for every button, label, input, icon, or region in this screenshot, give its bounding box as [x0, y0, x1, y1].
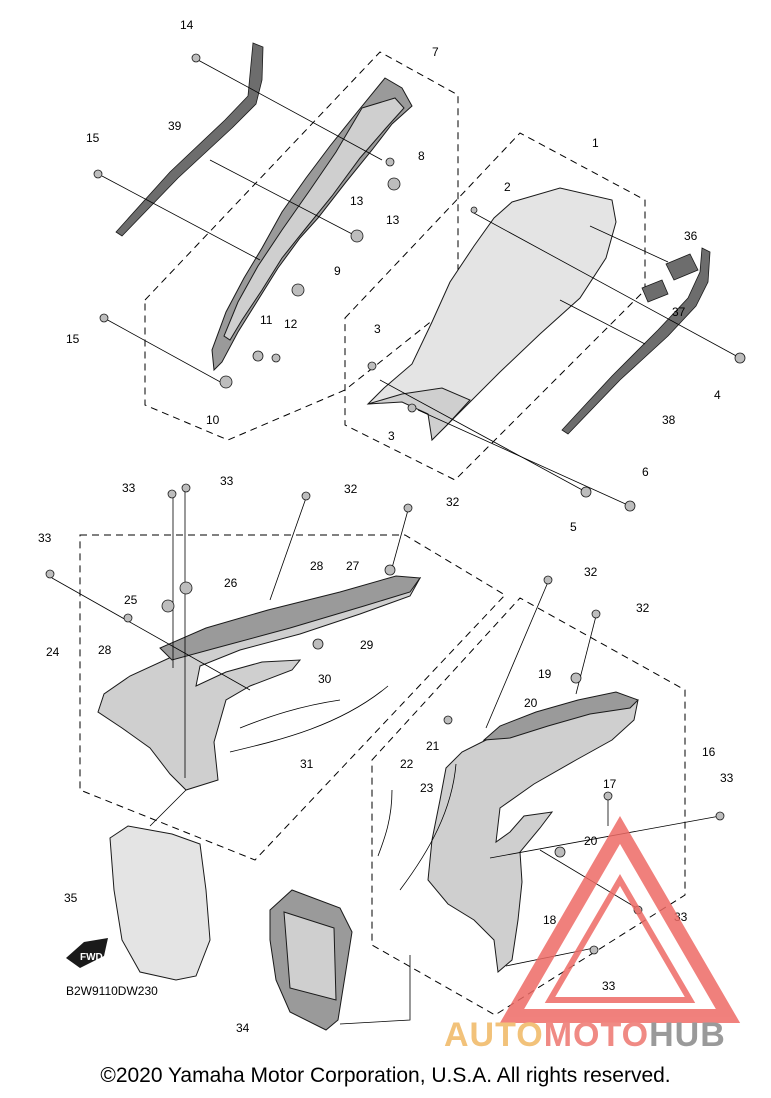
watermark-word-auto: AUTO	[444, 1016, 544, 1054]
callout-24: 24	[46, 645, 60, 659]
watermark-word-hub: HUB	[649, 1016, 726, 1054]
side-cowling-24	[97, 576, 422, 791]
callout-32c: 32	[584, 565, 598, 579]
emblem-37	[641, 279, 669, 303]
watermark-word-moto: MOTO	[544, 1016, 649, 1054]
callout-6: 6	[642, 465, 649, 479]
fasteners	[45, 53, 746, 955]
automotohub-logo-icon	[499, 816, 741, 1023]
watermark-text: AUTOMOTOHUB	[444, 1016, 726, 1054]
stripe-decal-39	[115, 42, 264, 237]
callout-35: 35	[64, 891, 78, 905]
callout-33a: 33	[122, 481, 136, 495]
callout-23: 23	[420, 781, 434, 795]
inner-panel-bracket-7-face	[223, 97, 405, 341]
callout-3a: 3	[374, 322, 381, 336]
callout-28a: 28	[310, 559, 324, 573]
callout-17: 17	[603, 777, 617, 791]
callout-13b: 13	[386, 213, 400, 227]
callout-8: 8	[418, 149, 425, 163]
callout-32a: 32	[344, 482, 358, 496]
trim-strip-23	[399, 763, 457, 891]
callout-20b: 20	[584, 834, 598, 848]
trim-strip-22	[377, 789, 393, 857]
callout-15a: 15	[86, 131, 100, 145]
group-boundary-16	[371, 597, 686, 1016]
callout-7: 7	[432, 45, 439, 59]
side-cowling-16-upper	[482, 691, 639, 741]
callout-11: 11	[260, 313, 273, 327]
diagram-code: B2W9110DW230	[66, 984, 158, 998]
callout-37: 37	[672, 305, 686, 319]
emblem-36	[665, 253, 699, 281]
callout-34: 34	[236, 1021, 250, 1035]
side-cowling-24-upper	[159, 575, 421, 661]
forward-arrow-icon: FWD	[66, 938, 108, 968]
callout-18: 18	[543, 913, 557, 927]
callout-3b: 3	[388, 429, 395, 443]
callout-31: 31	[300, 757, 314, 771]
callout-13a: 13	[350, 194, 364, 208]
callout-14: 14	[180, 18, 194, 32]
callout-27: 27	[346, 559, 360, 573]
callout-15b: 15	[66, 332, 80, 346]
callout-33d: 33	[720, 771, 734, 785]
callout-39: 39	[168, 119, 182, 133]
stripe-decal-38	[561, 247, 711, 435]
side-cowling-16	[427, 699, 639, 973]
inner-cover-35	[109, 825, 211, 981]
callout-20a: 20	[524, 696, 538, 710]
fwd-label: FWD	[80, 952, 103, 963]
callout-38: 38	[662, 413, 676, 427]
callout-2: 2	[504, 180, 511, 194]
callout-33f: 33	[602, 979, 616, 993]
callout-28b: 28	[98, 643, 112, 657]
callout-10: 10	[206, 413, 220, 427]
callout-29: 29	[360, 638, 374, 652]
callout-30: 30	[318, 672, 332, 686]
copyright-notice: ©2020 Yamaha Motor Corporation, U.S.A. A…	[100, 1064, 671, 1087]
callout-36: 36	[684, 229, 698, 243]
group-boundary-24	[79, 534, 506, 861]
trim-strip-31	[229, 685, 389, 753]
callout-9: 9	[334, 264, 341, 278]
callout-5: 5	[570, 520, 577, 534]
callout-25: 25	[124, 593, 138, 607]
air-duct-34-grille	[283, 911, 337, 1001]
callout-26: 26	[224, 576, 238, 590]
callout-16: 16	[702, 745, 716, 759]
callout-4: 4	[714, 388, 721, 402]
trim-strip-30	[239, 699, 341, 729]
callout-21: 21	[426, 739, 440, 753]
callout-19: 19	[538, 667, 552, 681]
callout-33c: 33	[38, 531, 52, 545]
callout-12: 12	[284, 317, 298, 331]
callout-22: 22	[400, 757, 414, 771]
callout-32d: 32	[636, 601, 650, 615]
callout-1: 1	[592, 136, 599, 150]
callout-labels: 1 2 3 3 4 5 6 7 8 9 10 11 12 13 13 14 15…	[38, 18, 734, 1035]
callout-32b: 32	[446, 495, 460, 509]
callout-33b: 33	[220, 474, 234, 488]
